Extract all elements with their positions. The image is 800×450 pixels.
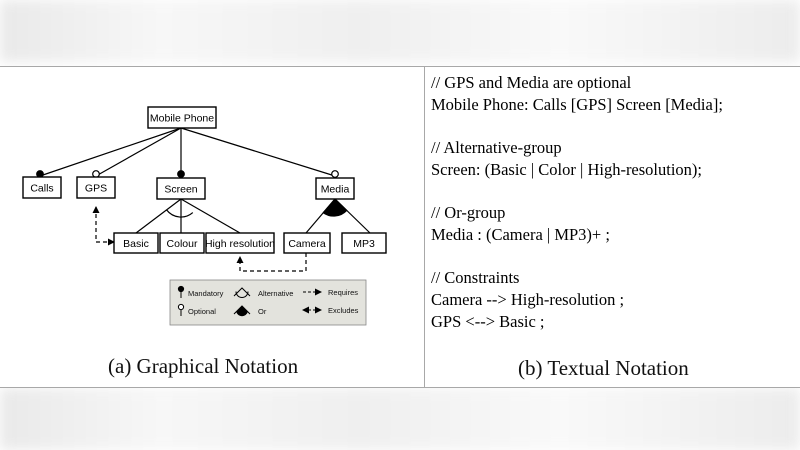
feature-box-mp3 <box>341 232 387 254</box>
label-mp3: MP3 <box>353 238 375 250</box>
label-calls: Calls <box>30 183 53 195</box>
feature-box-screen <box>156 177 206 200</box>
root-edge-markers <box>36 170 339 178</box>
feature-box-basic <box>113 232 159 254</box>
text-line: // GPS and Media are optional <box>431 73 632 92</box>
legend-optional: Optional <box>188 307 216 316</box>
mandatory-marker-screen <box>177 170 185 178</box>
optional-marker-media <box>331 170 339 178</box>
textual-notation-caption: (b) Textual Notation <box>518 356 689 380</box>
legend-excludes: Excludes <box>328 306 359 315</box>
panel-divider <box>424 67 425 387</box>
label-gps: GPS <box>85 183 107 195</box>
text-gap <box>431 181 796 202</box>
label-mobile-phone: Mobile Phone <box>150 113 214 125</box>
feature-box-media <box>315 177 355 200</box>
feature-boxes <box>22 106 387 254</box>
feature-labels: Mobile Phone Calls GPS Screen Media Basi… <box>30 113 375 251</box>
screen-group-edges <box>135 198 241 234</box>
camera-highres-requires <box>236 253 307 272</box>
legend-requires: Requires <box>328 288 358 297</box>
legend: Mandatory Optional Alternative Or Requir… <box>169 279 367 326</box>
feature-box-mobile-phone <box>147 106 217 129</box>
graphical-notation-caption: (a) Graphical Notation <box>108 354 299 378</box>
label-camera: Camera <box>288 238 326 250</box>
feature-box-colour <box>159 232 205 254</box>
blurred-top-margin <box>0 0 800 62</box>
gps-basic-excludes <box>92 206 115 246</box>
edge-media <box>180 127 336 177</box>
feature-box-high-resolution <box>205 232 275 254</box>
edge-gps <box>95 127 182 177</box>
feature-box-camera <box>283 232 331 254</box>
feature-diagram: Mobile Phone Calls GPS Screen Media Basi… <box>22 106 387 326</box>
label-colour: Colour <box>167 238 198 250</box>
label-screen: Screen <box>164 184 197 196</box>
text-gap <box>431 246 796 267</box>
feature-box-gps <box>76 176 116 199</box>
feature-model-figure: Mobile Phone Calls GPS Screen Media Basi… <box>0 66 800 388</box>
text-line: GPS <--> Basic ; <box>431 312 545 331</box>
blurred-bottom-margin <box>0 388 800 450</box>
text-line: Mobile Phone: Calls [GPS] Screen [Media]… <box>431 95 723 114</box>
text-line: Media : (Camera | MP3)+ ; <box>431 225 610 244</box>
text-line: Camera --> High-resolution ; <box>431 290 625 309</box>
legend-background <box>169 279 367 326</box>
label-high-resolution: High resolution <box>205 238 275 250</box>
text-line: // Alternative-group <box>431 138 562 157</box>
constraints <box>92 206 307 272</box>
feature-box-calls <box>22 176 62 199</box>
text-gap <box>431 116 796 137</box>
text-line: Screen: (Basic | Color | High-resolution… <box>431 160 703 179</box>
root-edges <box>39 127 336 177</box>
legend-or: Or <box>258 307 267 316</box>
legend-mandatory: Mandatory <box>188 289 224 298</box>
textual-notation-panel: // GPS and Media are optional Mobile Pho… <box>431 72 796 333</box>
legend-alternative: Alternative <box>258 289 293 298</box>
edge-calls <box>39 127 182 177</box>
or-group-wedge <box>322 198 348 217</box>
label-basic: Basic <box>123 238 149 250</box>
text-line: // Constraints <box>431 268 520 287</box>
media-group-edges <box>305 198 371 234</box>
alternative-arc <box>166 209 194 218</box>
text-line: // Or-group <box>431 203 506 222</box>
label-media: Media <box>321 184 350 196</box>
